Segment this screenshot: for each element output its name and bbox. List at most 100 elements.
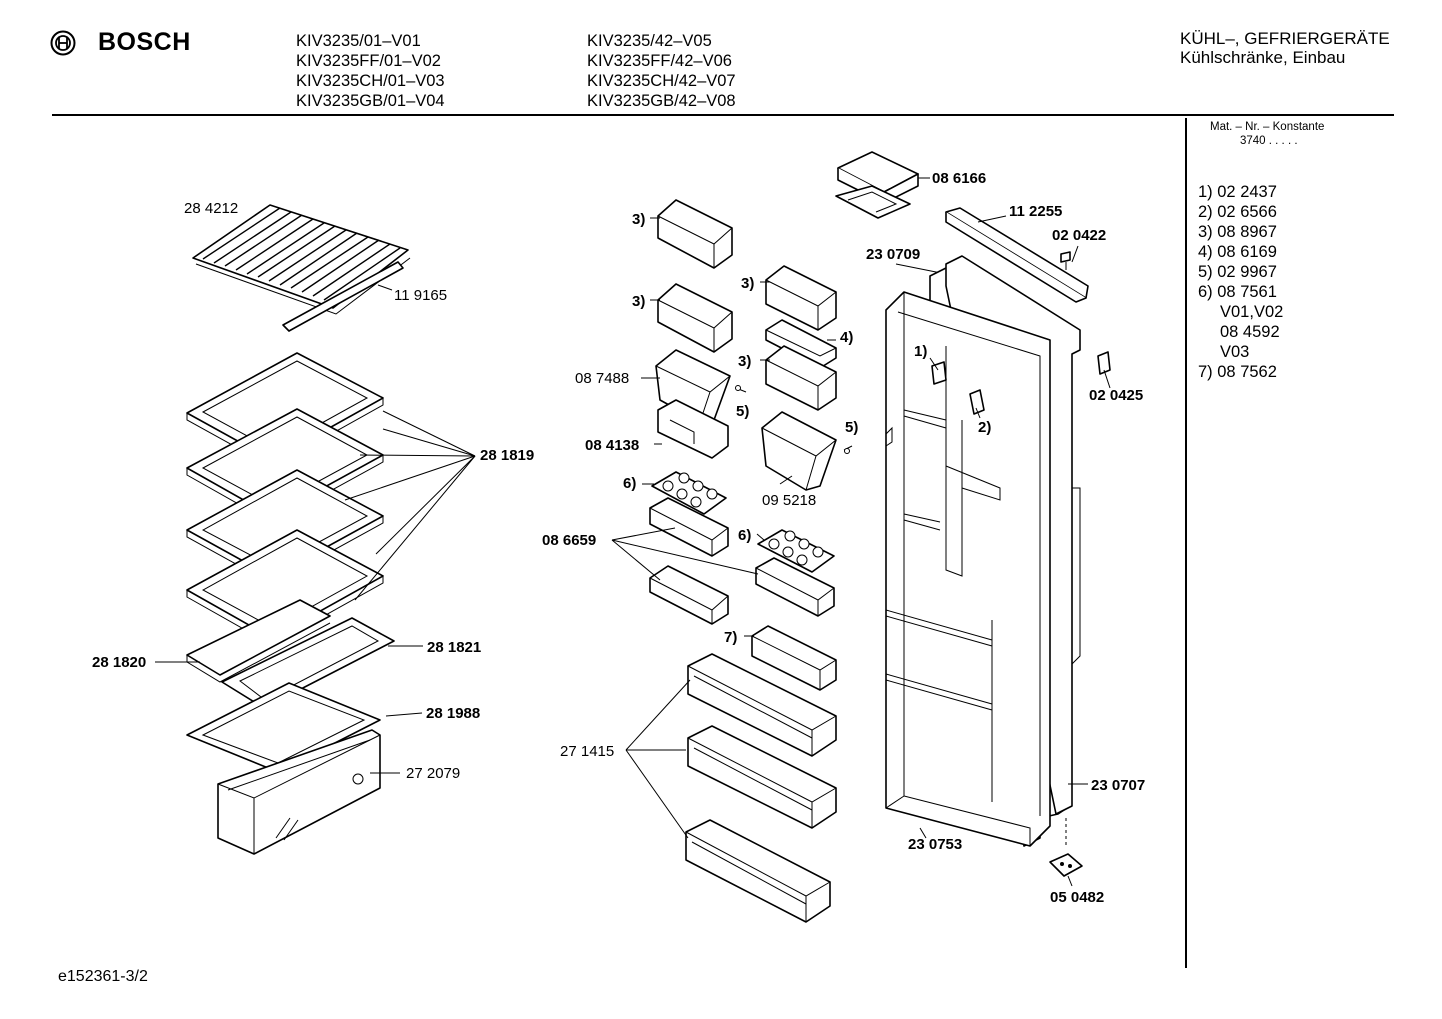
part-label-020422: 02 0422 — [1052, 227, 1106, 244]
part-label-119165: 11 9165 — [394, 287, 447, 304]
egg-tray-1 — [651, 471, 727, 515]
legend-item: 5) 02 9967 — [1198, 263, 1277, 281]
part-label-095218: 09 5218 — [762, 492, 816, 509]
screw-5b — [843, 445, 853, 454]
door-bin-cover-4 — [765, 319, 837, 369]
material-constant: Mat. – Nr. – Konstante 3740 . . . . . — [1210, 120, 1324, 148]
legend-item: 08 4592 — [1220, 323, 1280, 341]
leaders-left — [155, 410, 476, 774]
model-list-1: KIV3235/01–V01 KIV3235FF/01–V02 KIV3235C… — [296, 31, 445, 111]
egg-box-2 — [755, 557, 835, 617]
legend-item: V01,V02 — [1220, 303, 1284, 321]
door-bin-large-3 — [685, 819, 831, 923]
ref-label-5: 5) — [845, 419, 858, 436]
brand-name: BOSCH — [98, 28, 191, 56]
category-line-1: KÜHL–, GEFRIERGERÄTE — [1180, 29, 1390, 48]
part-label-086659: 08 6659 — [542, 532, 596, 549]
bottle-box — [761, 411, 837, 491]
part-label-272079: 27 2079 — [406, 765, 460, 782]
model-item: KIV3235/01–V01 — [296, 32, 421, 50]
ref-label-2: 2) — [978, 419, 991, 436]
dairy-box-tray — [657, 399, 729, 459]
bosch-logo: BOSCH — [50, 28, 191, 57]
egg-box-1 — [649, 497, 729, 557]
legend-item: 7) 08 7562 — [1198, 363, 1277, 381]
legend-item: V03 — [1220, 343, 1250, 361]
legend-item: 2) 02 6566 — [1198, 203, 1277, 221]
reference-legend: 1) 02 2437 2) 02 6566 3) 08 8967 4) 08 6… — [1198, 182, 1283, 382]
bottom-hinge — [1049, 818, 1083, 877]
top-hinge-cover — [945, 207, 1089, 303]
model-item: KIV3235GB/01–V04 — [296, 92, 445, 110]
legend-item: 6) 08 7561 — [1198, 283, 1277, 301]
door-inner-liner — [885, 291, 1051, 847]
ref-label-3: 3) — [741, 275, 754, 292]
part-label-050482: 05 0482 — [1050, 889, 1104, 906]
model-item: KIV3235FF/42–V06 — [587, 52, 732, 70]
part-label-284212: 28 4212 — [184, 200, 238, 217]
part-label-230709: 23 0709 — [866, 246, 920, 263]
model-item: KIV3235CH/01–V03 — [296, 72, 445, 90]
leaders-right — [919, 245, 1111, 887]
legend-item: 3) 08 8967 — [1198, 223, 1277, 241]
lock-part-1 — [931, 361, 947, 385]
leader-line — [377, 284, 393, 291]
header-divider — [52, 114, 1394, 116]
leader-line — [977, 215, 1007, 223]
screw-top — [1060, 251, 1071, 270]
door-bin-small-2 — [657, 283, 733, 353]
ref-label-7: 7) — [724, 629, 737, 646]
part-label-020425: 02 0425 — [1089, 387, 1143, 404]
door-bin-small-4 — [765, 345, 837, 411]
part-label-112255: 11 2255 — [1009, 203, 1062, 220]
bosch-armature-icon — [50, 30, 76, 55]
side-catch — [1097, 351, 1111, 375]
ref-label-6: 6) — [738, 527, 751, 544]
glass-shelf-split — [186, 599, 395, 709]
part-label-281820: 28 1820 — [92, 654, 146, 671]
ref-label-3: 3) — [632, 293, 645, 310]
model-item: KIV3235/42–V05 — [587, 32, 712, 50]
category-line-2: Kühlschränke, Einbau — [1180, 48, 1346, 67]
door-bin-large-1 — [687, 653, 837, 757]
part-label-086166: 08 6166 — [932, 170, 986, 187]
model-item: KIV3235CH/42–V07 — [587, 72, 736, 90]
ref-label-3: 3) — [632, 211, 645, 228]
legend-item: 1) 02 2437 — [1198, 183, 1277, 201]
door-bin-small-3 — [765, 265, 837, 331]
part-label-087488: 08 7488 — [575, 370, 629, 387]
egg-tray-2 — [757, 529, 835, 573]
vegetable-drawer — [217, 729, 381, 855]
part-label-281988: 28 1988 — [426, 705, 480, 722]
part-label-281819: 28 1819 — [480, 447, 534, 464]
part-label-281821: 28 1821 — [427, 639, 481, 656]
ref-label-5: 5) — [736, 403, 749, 420]
glass-shelf-4 — [186, 529, 384, 646]
part-label-084138: 08 4138 — [585, 437, 639, 454]
model-list-2: KIV3235/42–V05 KIV3235FF/42–V06 KIV3235C… — [587, 31, 736, 111]
egg-box-3 — [649, 565, 729, 625]
part-label-271415: 27 1415 — [560, 743, 614, 760]
screw-5a — [735, 385, 747, 393]
wire-shelf — [192, 204, 411, 332]
model-item: KIV3235GB/42–V08 — [587, 92, 736, 110]
part-label-230753: 23 0753 — [908, 836, 962, 853]
ref-label-4: 4) — [840, 329, 853, 346]
ref-label-1: 1) — [914, 343, 927, 360]
leaders-middle — [611, 217, 947, 839]
drawing-number: e152361-3/2 — [58, 968, 148, 985]
door-bin-medium — [751, 625, 837, 691]
butter-box-lid — [835, 151, 919, 219]
model-item: KIV3235FF/01–V02 — [296, 52, 441, 70]
ref-label-3: 3) — [738, 353, 751, 370]
ref-label-6: 6) — [623, 475, 636, 492]
category-heading: KÜHL–, GEFRIERGERÄTE Kühlschränke, Einba… — [1180, 29, 1390, 67]
part-label-230707: 23 0707 — [1091, 777, 1145, 794]
constant-label: Mat. – Nr. – Konstante — [1210, 121, 1325, 133]
legend-item: 4) 08 6169 — [1198, 243, 1277, 261]
sidebar-divider — [1185, 118, 1187, 968]
door-bin-large-2 — [687, 725, 837, 829]
constant-value: 3740 . . . . . — [1240, 135, 1298, 147]
door-bin-small-1 — [657, 199, 733, 269]
